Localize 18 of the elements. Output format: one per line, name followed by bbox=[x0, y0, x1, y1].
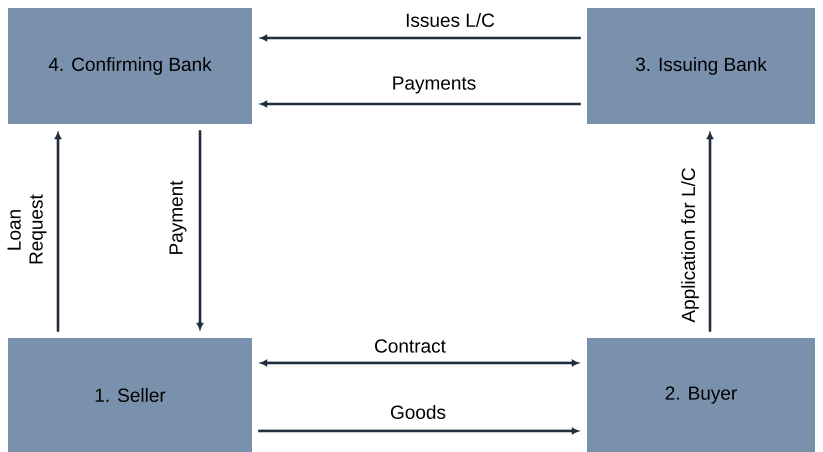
edge-label: Payments bbox=[393, 76, 476, 94]
edge-label: Issues L/C bbox=[406, 13, 494, 27]
arrow bbox=[54, 132, 62, 332]
edge-label: Contract bbox=[375, 339, 446, 353]
edge-label: Application for L/C bbox=[681, 168, 699, 323]
bank-box: 2. Buyer bbox=[587, 338, 815, 452]
edge-label: Payment bbox=[170, 180, 186, 254]
arrow bbox=[260, 100, 581, 108]
edge-label: Loan Request bbox=[8, 194, 46, 264]
bank-box: 4. Confirming Bank bbox=[8, 8, 252, 124]
arrow bbox=[258, 428, 579, 434]
bank-box: 1. Seller bbox=[8, 338, 252, 452]
arrow bbox=[706, 132, 714, 332]
bank-box: 3. Issuing Bank bbox=[587, 8, 815, 124]
arrow bbox=[260, 360, 579, 366]
edge-label: Goods bbox=[390, 405, 446, 419]
arrow bbox=[260, 34, 581, 42]
arrow bbox=[196, 130, 204, 330]
